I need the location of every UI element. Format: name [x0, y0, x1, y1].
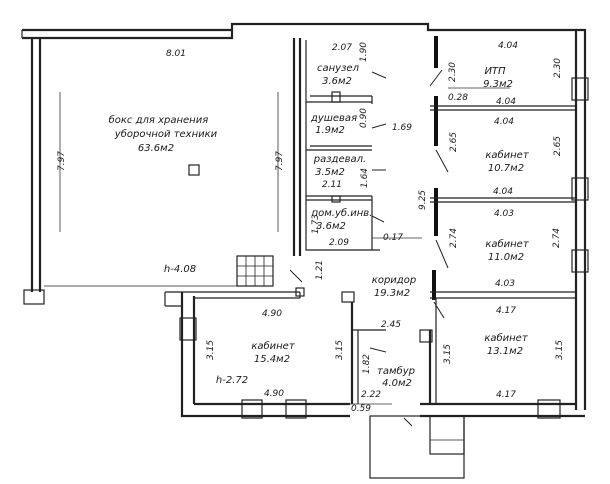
room-koridor-area: 19.3м2 [374, 288, 410, 299]
room-dushevaya-area: 1.9м2 [315, 125, 345, 136]
dim-7-97-right: 7.97 [275, 151, 285, 171]
windows [179, 77, 589, 419]
dim-4-90-top: 4.90 [262, 309, 282, 319]
dim-7-97-left: 7.97 [57, 151, 67, 171]
dim-9-25: 9.25 [418, 190, 428, 210]
room-kabinet3-name: кабинет [251, 340, 296, 352]
room-tambur-area: 4.0м2 [382, 378, 412, 389]
dim-3-15-d: 3.15 [555, 340, 565, 360]
dim-2-11: 2.11 [322, 180, 342, 190]
room-pomub-area: 3.6м2 [316, 221, 346, 232]
dim-4-03-kab2-bottom: 4.03 [495, 279, 515, 289]
dim-3-15-c: 3.15 [443, 344, 453, 364]
dim-4-04-kab1-top: 4.04 [494, 117, 514, 127]
dim-0-90: 0.90 [359, 108, 369, 128]
dim-8-01: 8.01 [166, 49, 186, 59]
dim-4-04-itp-bottom: 4.04 [496, 97, 516, 107]
dim-1-21: 1.21 [315, 260, 325, 280]
dimension-lines [59, 87, 510, 405]
dim-4-03-kab2-top: 4.03 [494, 209, 514, 219]
room-kabinet1-area: 10.7м2 [488, 163, 524, 174]
room-boks-line2: уборочной техники [114, 128, 218, 140]
dim-2-45: 2.45 [381, 320, 401, 330]
dim-1-64: 1.64 [360, 168, 370, 188]
room-labels: бокс для хранения уборочной техники 63.6… [109, 63, 530, 389]
room-sanuzel-area: 3.6м2 [322, 76, 352, 87]
dim-1-82: 1.82 [362, 354, 372, 374]
dim-3-15-a: 3.15 [206, 340, 216, 360]
room-kabinet3-level: h-2.72 [216, 375, 248, 386]
interior-walls [188, 36, 576, 479]
dim-3-15-b: 3.15 [335, 340, 345, 360]
dim-2-22: 2.22 [361, 390, 381, 400]
room-razdeval-name: раздевал. [313, 154, 366, 165]
dim-2-30-right: 2.30 [553, 58, 563, 78]
dim-2-74-left: 2.74 [449, 228, 459, 248]
dim-4-04-itp-top: 4.04 [498, 41, 518, 51]
dim-4-17-top: 4.17 [496, 306, 516, 316]
dim-2-74-right: 2.74 [552, 228, 562, 248]
room-boks-area: 63.6м2 [138, 143, 174, 154]
room-kabinet1-name: кабинет [485, 149, 530, 161]
room-boks-name: бокс для хранения уборочной техники [109, 114, 218, 140]
dim-2-30-left: 2.30 [448, 62, 458, 82]
doors [289, 69, 449, 427]
room-koridor-name: коридор [372, 275, 416, 286]
room-itp-area: 9.3м2 [483, 79, 513, 90]
dim-1-73: 1.73 [311, 214, 321, 234]
dim-4-17-bottom: 4.17 [496, 390, 516, 400]
room-dushevaya-name: душевая [310, 113, 357, 124]
room-kabinet3-area: 15.4м2 [254, 354, 290, 365]
room-boks-line1: бокс для хранения [109, 114, 209, 126]
dim-0-17: 0.17 [383, 233, 403, 243]
dim-4-90-bottom: 4.90 [264, 389, 284, 399]
dim-1-90: 1.90 [359, 42, 369, 62]
dim-2-07: 2.07 [332, 43, 352, 53]
room-razdeval-area: 3.5м2 [315, 167, 345, 178]
room-boks-level: h-4.08 [164, 264, 196, 275]
room-pomub-name: пом.уб.инв. [312, 207, 373, 219]
dim-2-09: 2.09 [329, 238, 349, 248]
dimension-labels: 8.01 7.97 7.97 2.07 1.90 0.90 1.69 2.11 … [57, 41, 565, 414]
dim-2-65-left: 2.65 [449, 132, 459, 152]
room-itp-name: ИТП [484, 66, 506, 77]
dim-0-28: 0.28 [448, 93, 468, 103]
room-kabinet2-area: 11.0м2 [488, 252, 524, 263]
dim-4-04-kab1-bottom: 4.04 [493, 187, 513, 197]
dim-1-69: 1.69 [392, 123, 412, 133]
room-kabinet4-name: кабинет [484, 332, 529, 344]
room-kabinet4-area: 13.1м2 [487, 346, 523, 357]
room-sanuzel-name: санузел [317, 63, 360, 74]
room-kabinet2-name: кабинет [485, 238, 530, 250]
room-tambur-name: тамбур [377, 365, 415, 377]
dim-0-59: 0.59 [351, 404, 371, 414]
dim-2-65-right: 2.65 [553, 136, 563, 156]
